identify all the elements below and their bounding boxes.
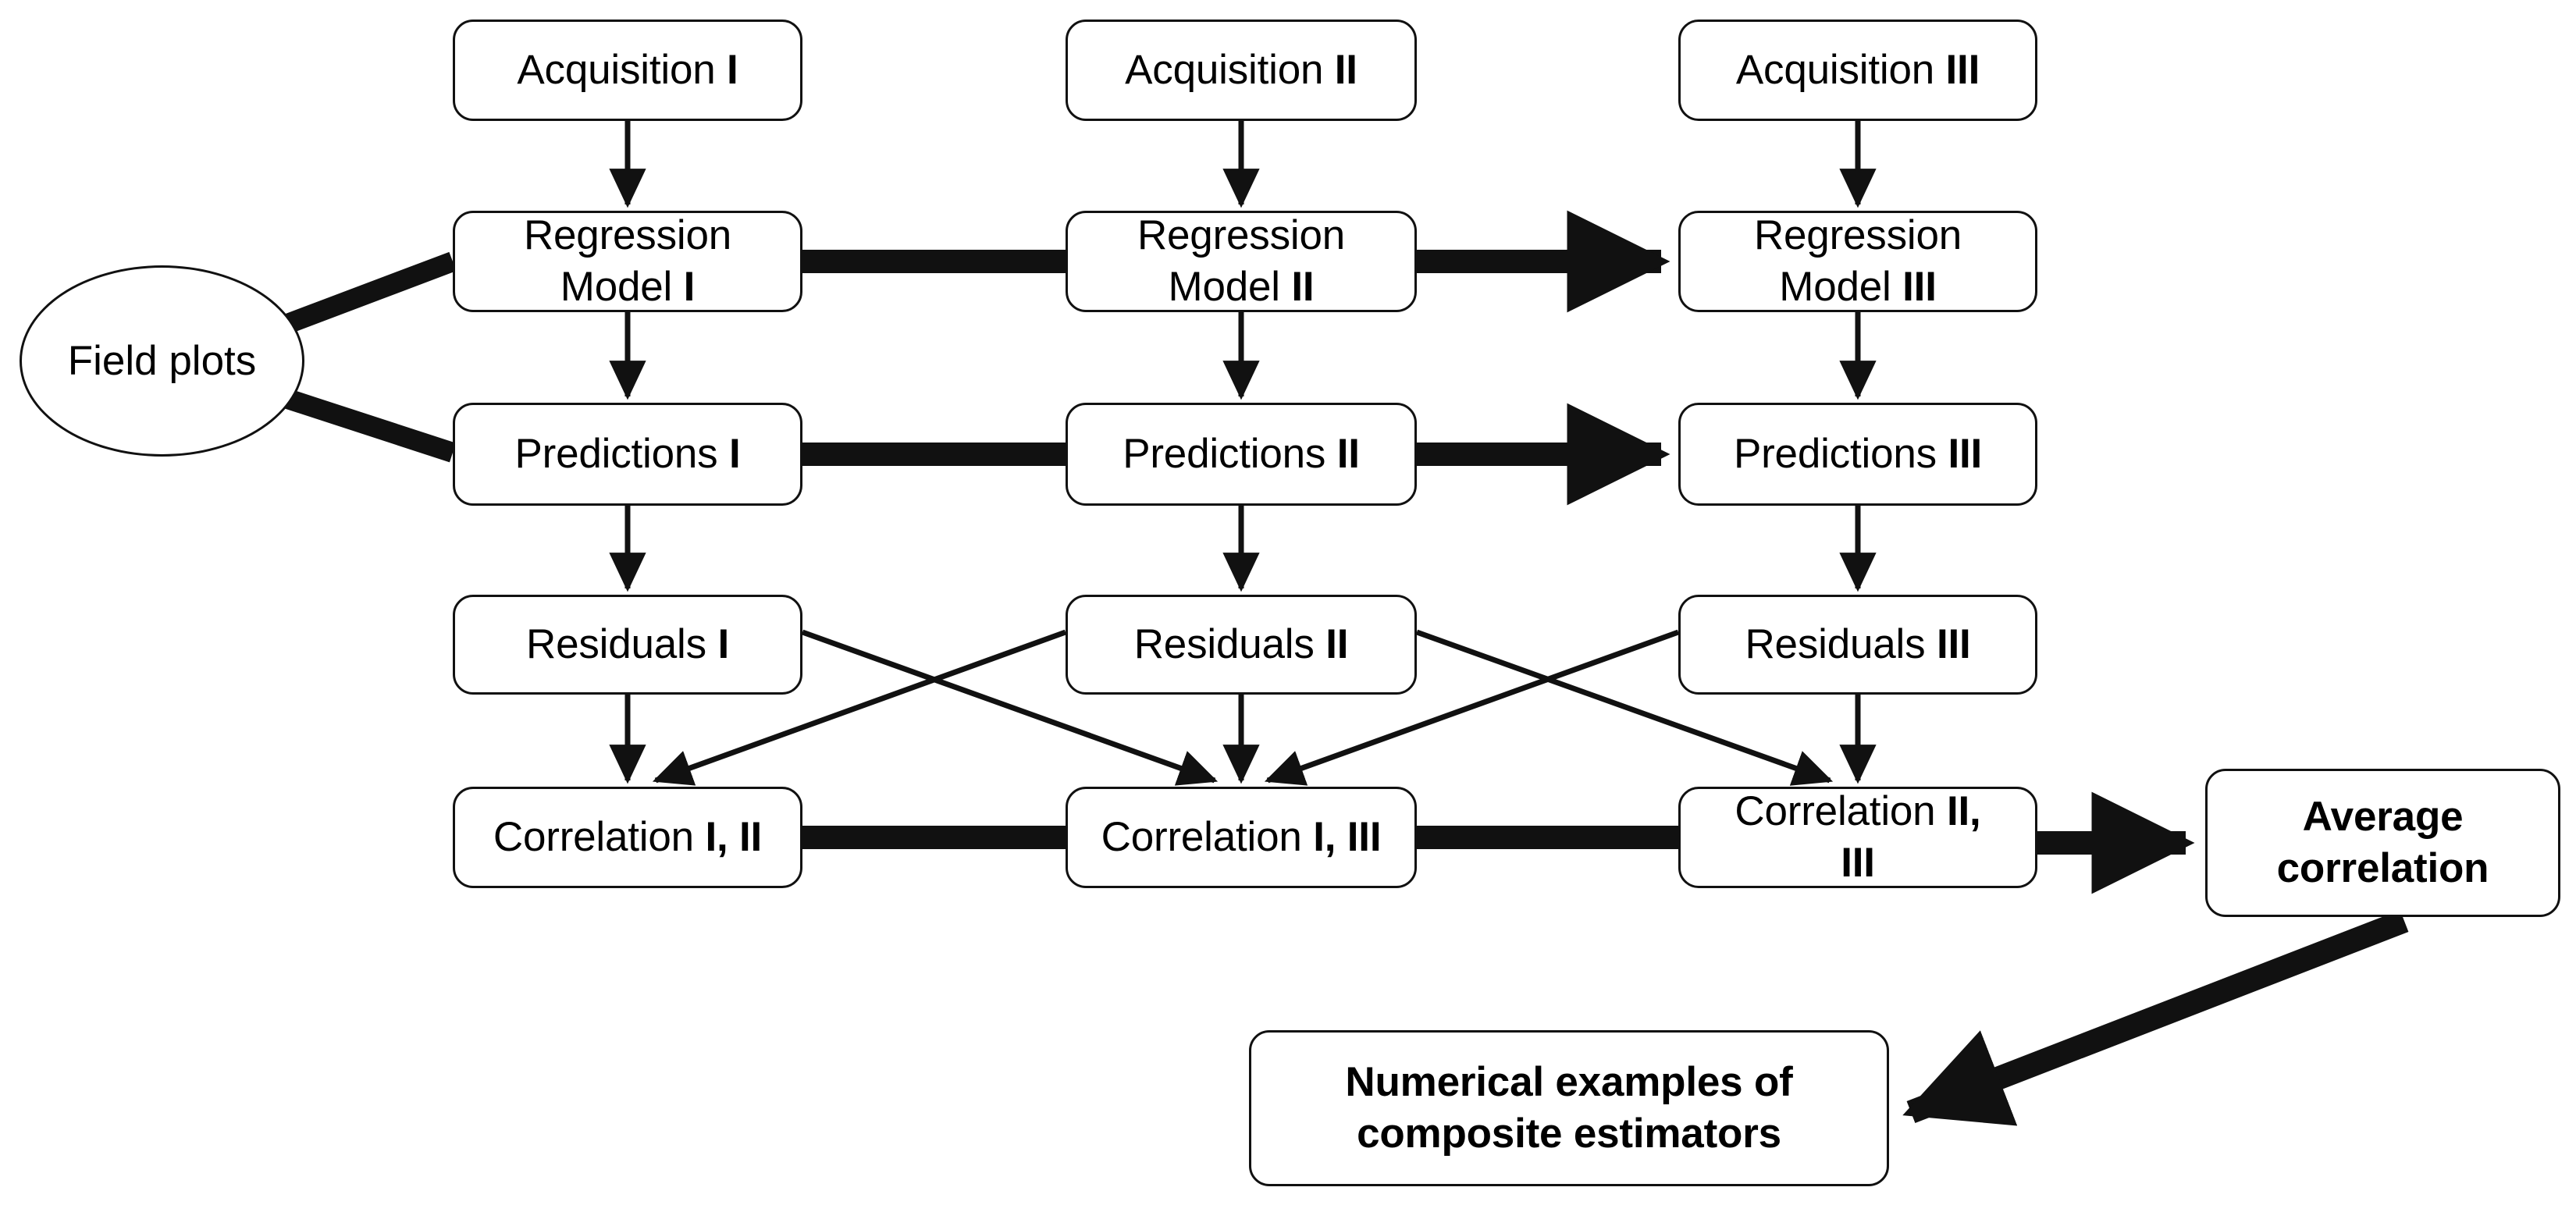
roman-numeral: I [727, 47, 738, 94]
node-residuals-2-label: Residuals II [1133, 621, 1349, 668]
edge-residuals-2-to-correlation-1-2 [652, 629, 1067, 786]
edge-field-plots-to-predictions-1 [269, 384, 457, 463]
roman-numeral: II [1334, 47, 1357, 94]
node-acquisition-3-label: Acquisition III [1735, 47, 1980, 94]
node-regression-model-1-label: Regression Model I [523, 211, 732, 310]
node-correlation-1-3[interactable]: Correlation I, III [1066, 787, 1417, 888]
node-correlation-1-2[interactable]: Correlation I, II [453, 787, 802, 888]
node-correlation-2-3-label: Correlation II, III [1735, 787, 1981, 886]
node-numerical-examples[interactable]: Numerical examples of composite estimato… [1249, 1030, 1889, 1186]
node-regression-model-1[interactable]: Regression Model I [453, 211, 802, 312]
roman-numeral: III [1945, 47, 1980, 94]
edge-residuals-3-to-correlation-1-3 [1264, 629, 1680, 786]
roman-numeral: II [1291, 264, 1315, 310]
roman-numeral: I [683, 264, 696, 310]
node-predictions-1-label: Predictions I [514, 431, 741, 478]
node-field-plots-label: Field plots [67, 338, 257, 384]
node-predictions-2-label: Predictions II [1123, 431, 1360, 478]
node-acquisition-2[interactable]: Acquisition II [1066, 20, 1417, 121]
node-residuals-2[interactable]: Residuals II [1066, 595, 1417, 695]
node-correlation-1-2-label: Correlation I, II [493, 814, 763, 861]
node-regression-model-3-label: Regression Model III [1753, 211, 1962, 310]
roman-numeral: III [1948, 431, 1983, 478]
roman-numeral: I [717, 621, 729, 668]
node-regression-model-2-label: Regression Model II [1137, 211, 1346, 310]
edge-residuals-1-to-correlation-1-3 [801, 629, 1219, 786]
roman-numeral: I, II [705, 814, 763, 861]
node-predictions-3-label: Predictions III [1733, 431, 1983, 478]
node-average-correlation-label: Average correlation [2276, 793, 2489, 891]
node-numerical-examples-label: Numerical examples of composite estimato… [1345, 1058, 1793, 1157]
edge-field-plots-to-regression-model-1 [273, 251, 457, 338]
node-regression-model-3[interactable]: Regression Model III [1678, 211, 2037, 312]
roman-numeral: I [728, 431, 741, 478]
edge-average-correlation-to-numerical-examples [1902, 910, 2409, 1126]
node-acquisition-1-label: Acquisition I [517, 47, 738, 94]
node-acquisition-2-label: Acquisition II [1125, 47, 1357, 94]
node-predictions-1[interactable]: Predictions I [453, 403, 802, 506]
node-residuals-3-label: Residuals III [1745, 621, 1971, 668]
node-predictions-2[interactable]: Predictions II [1066, 403, 1417, 506]
node-acquisition-3[interactable]: Acquisition III [1678, 20, 2037, 121]
roman-numeral: III [1936, 621, 1971, 668]
edge-residuals-2-to-correlation-2-3 [1415, 629, 1834, 786]
roman-numeral: II, III [1841, 787, 1981, 886]
roman-numeral: II [1336, 431, 1360, 478]
node-residuals-1-label: Residuals I [526, 621, 729, 668]
node-residuals-3[interactable]: Residuals III [1678, 595, 2037, 695]
node-average-correlation[interactable]: Average correlation [2205, 769, 2560, 917]
node-regression-model-2[interactable]: Regression Model II [1066, 211, 1417, 312]
node-correlation-2-3[interactable]: Correlation II, III [1678, 787, 2037, 888]
node-predictions-3[interactable]: Predictions III [1678, 403, 2037, 506]
node-correlation-1-3-label: Correlation I, III [1101, 814, 1382, 861]
node-field-plots[interactable]: Field plots [20, 265, 304, 457]
node-residuals-1[interactable]: Residuals I [453, 595, 802, 695]
roman-numeral: I, III [1313, 814, 1382, 861]
roman-numeral: II [1325, 621, 1349, 668]
roman-numeral: III [1902, 264, 1937, 310]
node-acquisition-1[interactable]: Acquisition I [453, 20, 802, 121]
